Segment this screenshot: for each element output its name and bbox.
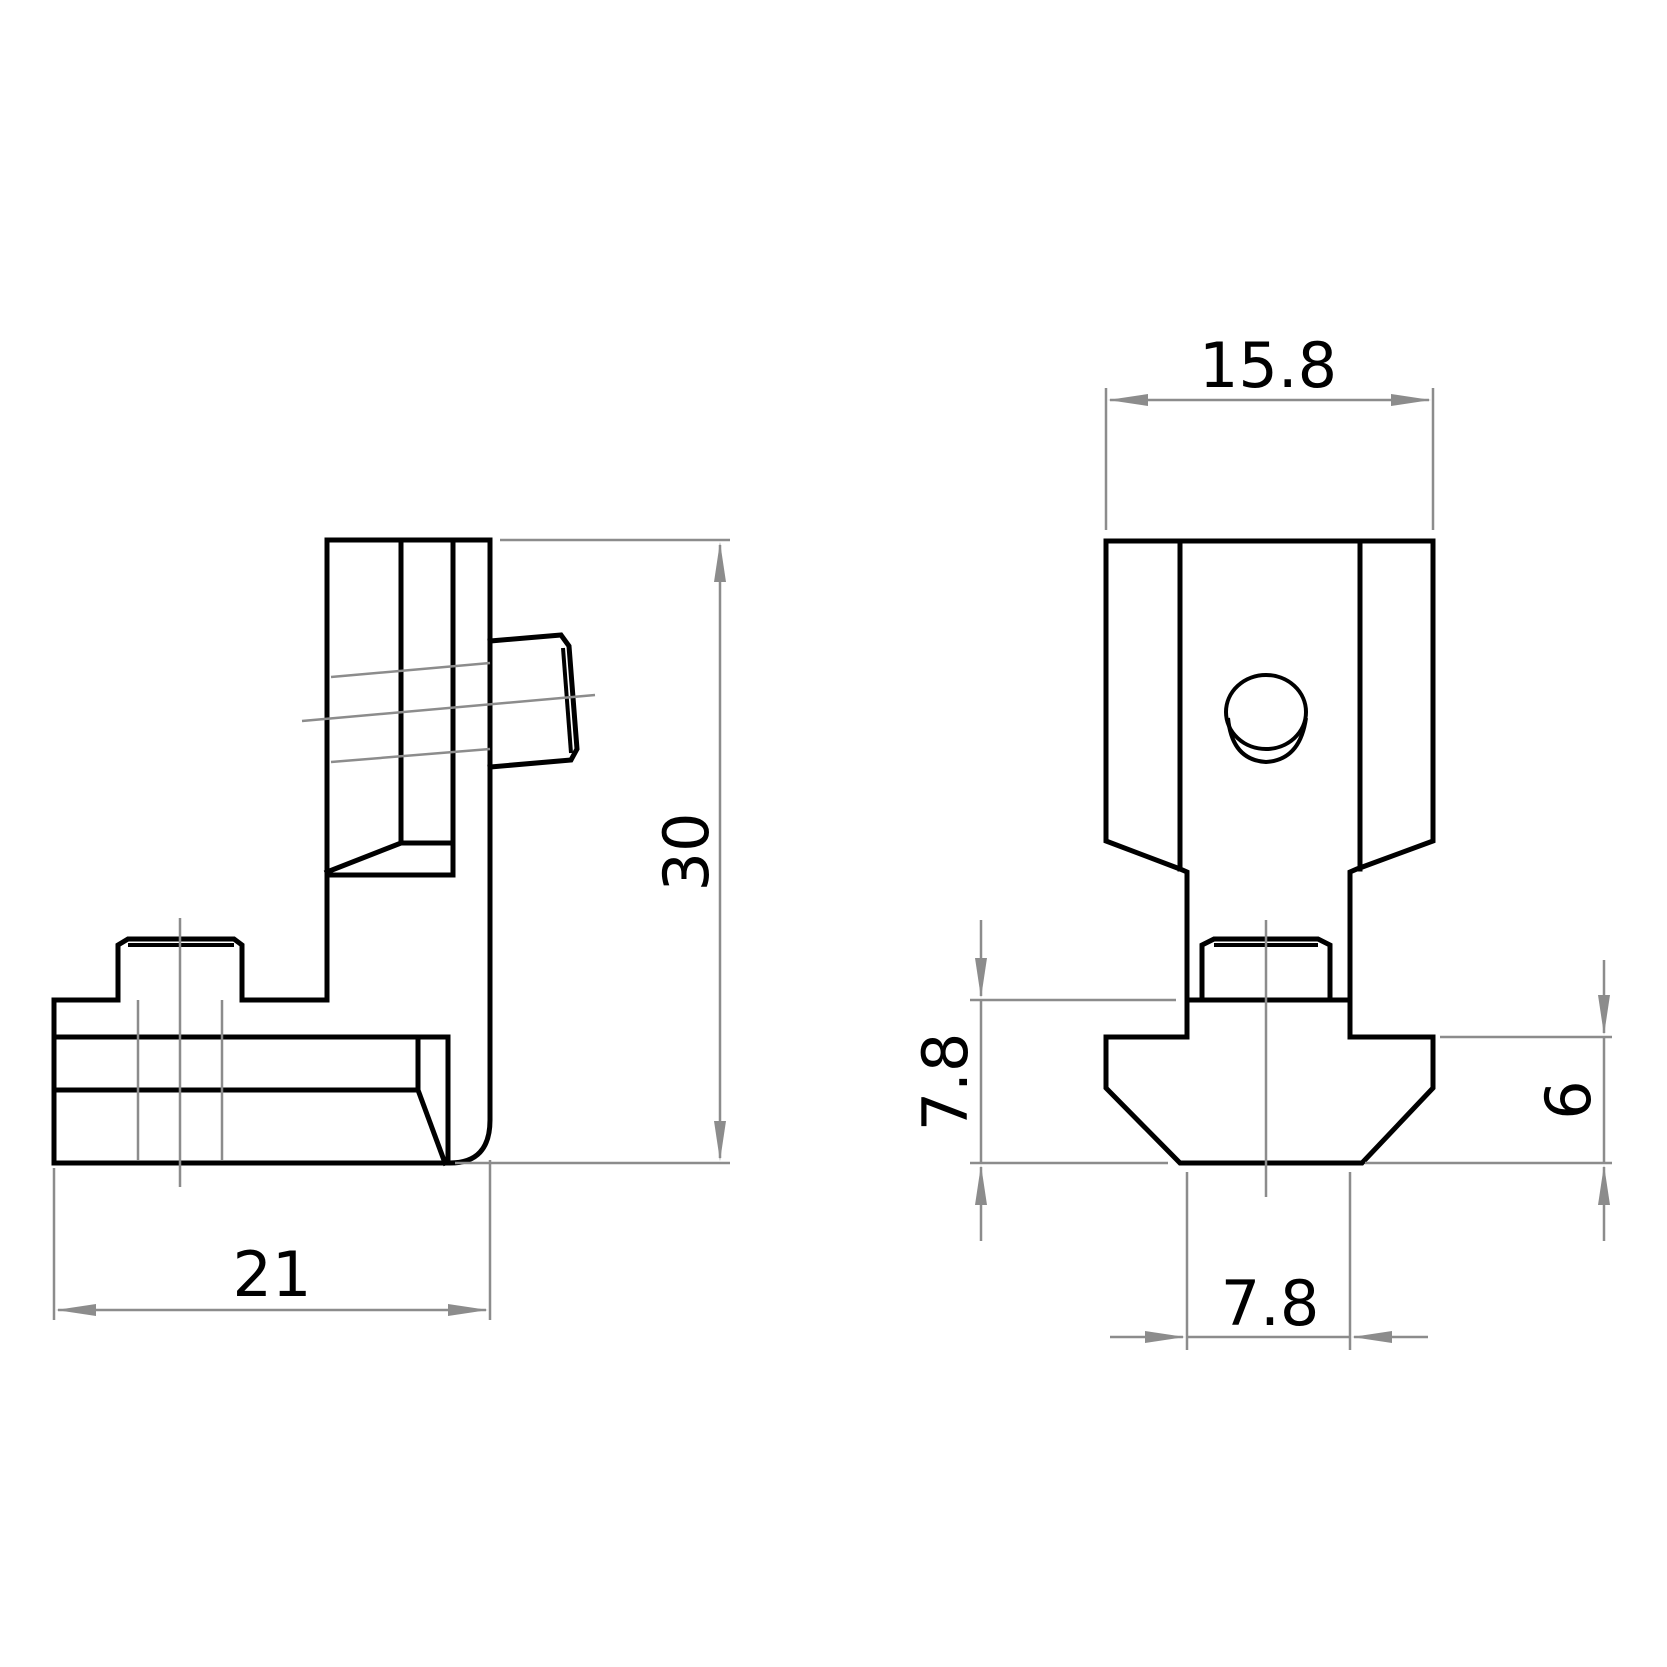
dim-7-8h-label: 7.8 [909, 1033, 982, 1132]
dim-15-8-label: 15.8 [1199, 329, 1337, 402]
dim-15-8-arrow-right [1391, 394, 1431, 406]
stud-end-chamfer [561, 647, 573, 754]
dim-30-arrow-bottom [714, 1121, 726, 1161]
dim-7-8w-arrow-left [1145, 1331, 1185, 1343]
stud-thread-line-top [330, 661, 491, 679]
stud-centerline [301, 693, 596, 723]
dim-30-arrow-top [714, 542, 726, 582]
side-view: 30 21 [51, 537, 730, 1320]
dim-21-arrow-right [448, 1304, 488, 1316]
dim-6-arrow-top [1598, 995, 1610, 1035]
dim-7-8w-arrow-right [1352, 1331, 1392, 1343]
dim-21-label: 21 [233, 1238, 312, 1311]
stud-end-circle [1224, 673, 1308, 751]
dim-6-arrow-bottom [1598, 1165, 1610, 1205]
side-slot-bevel [323, 840, 456, 876]
stud-thread-line-bottom [330, 747, 491, 764]
front-view: 15.8 7.8 6 7.8 [909, 329, 1612, 1350]
dim-7-8h-arrow-bottom [975, 1165, 987, 1205]
side-rail-bevel [414, 1086, 449, 1167]
dim-15-8-arrow-left [1108, 394, 1148, 406]
dim-30-label: 30 [650, 813, 723, 892]
dim-6-label: 6 [1532, 1080, 1605, 1119]
dim-7-8w-label: 7.8 [1221, 1267, 1320, 1340]
stud-end-chamfer-arc [1226, 717, 1308, 765]
dim-7-8h-arrow-top [975, 958, 987, 998]
dim-21-arrow-left [56, 1304, 96, 1316]
side-body-outline [51, 537, 493, 1166]
front-body-outline [1103, 538, 1436, 1166]
